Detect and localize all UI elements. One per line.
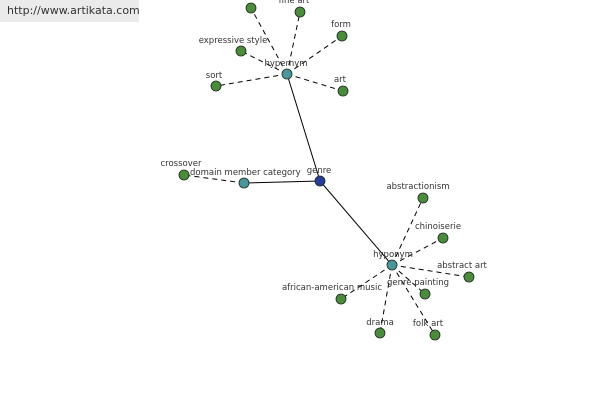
edge-genre-to-hypernym	[286, 73, 321, 182]
node-hypernym[interactable]	[281, 68, 293, 80]
node-label-art: art	[334, 75, 347, 85]
edge-hyponym-to-folk-art	[391, 264, 436, 336]
node-label-drama: drama	[366, 318, 394, 328]
edge-hyponym-to-chinoiserie	[391, 237, 444, 266]
node-domain-member-category[interactable]	[238, 177, 250, 189]
edge-hyponym-to-african-american-music	[340, 264, 393, 300]
site-url-link[interactable]: http://www.artikata.com	[0, 0, 140, 22]
edges-layer	[183, 7, 470, 336]
labels-layer: genre hypernym hyponym domain member catego…	[161, 0, 488, 329]
node-fine-art[interactable]	[294, 6, 306, 18]
node-abstractionism[interactable]	[417, 192, 429, 204]
edge-hyponym-to-abstract-art	[391, 264, 470, 278]
node-drama[interactable]	[374, 327, 386, 339]
node-label-genre-painting: genre painting	[387, 278, 449, 288]
node-label-form: form	[331, 20, 351, 30]
edge-hyponym-to-drama	[379, 264, 393, 334]
edge-genre-to-hyponym	[319, 180, 393, 266]
edge-domain-member-category-to-crossover	[183, 174, 245, 184]
node-form[interactable]	[336, 30, 348, 42]
node-genre-painting[interactable]	[419, 288, 431, 300]
node-label-folk-art: folk art	[413, 319, 444, 329]
edge-genre-to-domain-member-category	[243, 180, 321, 184]
node-label-domain-member-category: domain member category	[190, 168, 301, 178]
node-genre[interactable]	[314, 175, 326, 187]
node-label-abstract-art: abstract art	[437, 261, 487, 271]
node-label-expressive-style: expressive style	[199, 36, 268, 46]
node-label-chinoiserie: chinoiserie	[415, 222, 461, 232]
node-label-fine-art: fine art	[279, 0, 310, 6]
node-label-hypernym: hypernym	[264, 59, 307, 69]
node-art[interactable]	[337, 85, 349, 97]
node-label-genre: genre	[307, 166, 332, 176]
node-crossover[interactable]	[178, 169, 190, 181]
edge-hypernym-to-sort	[215, 73, 288, 87]
node-african-american-music[interactable]	[335, 293, 347, 305]
node-label-abstractionism: abstractionism	[386, 182, 449, 192]
node-abstract-art[interactable]	[463, 271, 475, 283]
node-expressive-style[interactable]	[235, 45, 247, 57]
node-sort[interactable]	[210, 80, 222, 92]
node-folk-art[interactable]	[429, 329, 441, 341]
node-chinoiserie[interactable]	[437, 232, 449, 244]
node-label-sort: sort	[206, 71, 223, 81]
edge-hypernym-to-form	[286, 35, 343, 75]
node-hyponym[interactable]	[386, 259, 398, 271]
nodes-layer	[178, 2, 475, 341]
edge-hyponym-to-genre-painting	[391, 264, 426, 295]
node-label-hyponym: hyponym	[373, 250, 413, 260]
node-unlabeled[interactable]	[245, 2, 257, 14]
edge-hypernym-to-art	[286, 73, 344, 92]
edge-hypernym-to-unlabeled	[250, 7, 288, 75]
edge-hyponym-to-abstractionism	[391, 197, 424, 266]
node-label-african-american-music: african-american music	[282, 283, 382, 293]
edge-hypernym-to-fine-art	[286, 11, 301, 75]
node-label-crossover: crossover	[161, 159, 202, 169]
